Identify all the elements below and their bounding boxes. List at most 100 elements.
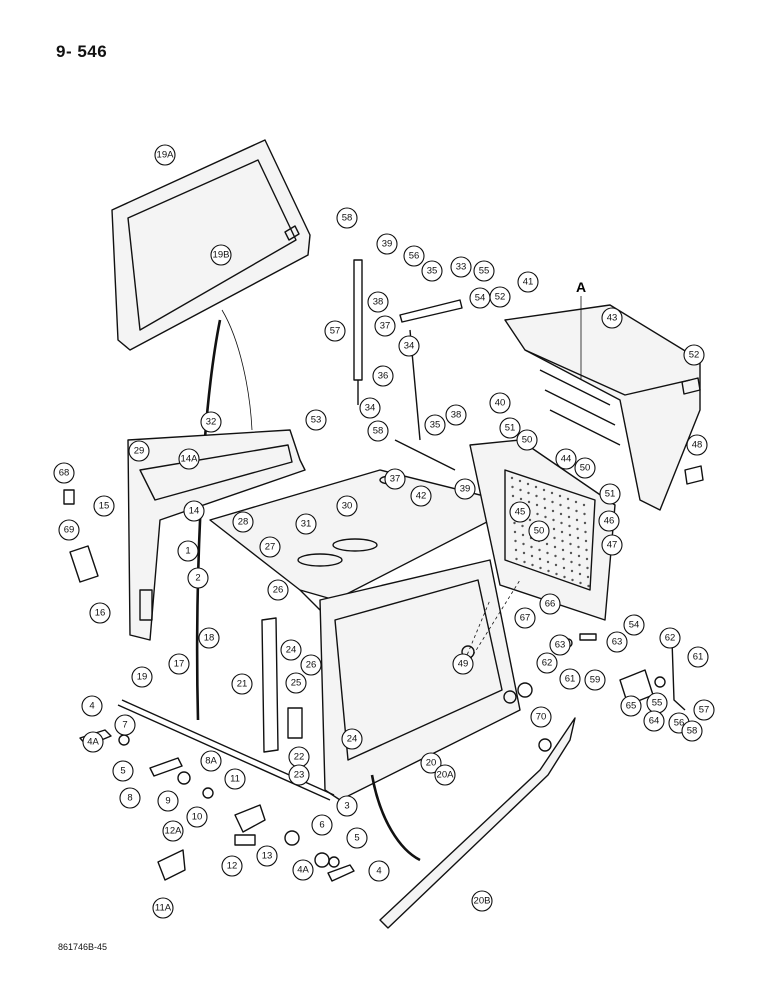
part-callout-1: 1 xyxy=(177,540,199,562)
screen-hole xyxy=(566,497,570,501)
part-callout-19a: 19A xyxy=(154,144,176,166)
callout-label: 44 xyxy=(561,454,572,465)
screen-hole xyxy=(514,539,517,543)
callout-label: 54 xyxy=(475,293,486,304)
callout-label: 17 xyxy=(174,659,185,670)
part-callout-41: 41 xyxy=(517,271,539,293)
callout-label: 9 xyxy=(165,796,170,807)
callout-label: 4 xyxy=(376,866,381,877)
callout-label: 5 xyxy=(354,833,359,844)
part-callout-35: 35 xyxy=(421,260,443,282)
callout-label: 28 xyxy=(238,517,249,528)
screen-hole xyxy=(568,533,572,537)
screen-hole xyxy=(585,548,588,552)
callout-label: 46 xyxy=(604,516,615,527)
part-callout-42: 42 xyxy=(410,485,432,507)
part-callout-62: 62 xyxy=(536,652,558,674)
part-callout-22: 22 xyxy=(288,746,310,768)
part-callout-16: 16 xyxy=(89,602,111,624)
part-callout-14: 14 xyxy=(183,500,205,522)
screen-hole xyxy=(513,521,516,525)
callout-label: 61 xyxy=(693,652,704,663)
screen-hole xyxy=(552,527,556,531)
callout-label: 11 xyxy=(230,774,240,785)
part-callout-56: 56 xyxy=(403,245,425,267)
callout-label: 30 xyxy=(342,501,353,512)
callout-label: 20A xyxy=(437,770,455,781)
callout-label: 59 xyxy=(590,675,601,686)
part-callout-25: 25 xyxy=(285,672,307,694)
part-callout-38: 38 xyxy=(367,291,389,313)
part-callout-59: 59 xyxy=(584,669,606,691)
part-callout-57: 57 xyxy=(324,320,346,342)
callout-label: 35 xyxy=(430,420,441,431)
callout-label: 20 xyxy=(426,758,437,769)
part-callout-50: 50 xyxy=(528,520,550,542)
hood-block xyxy=(681,377,701,395)
callout-label: 37 xyxy=(380,321,391,332)
part-callout-9: 9 xyxy=(157,790,179,812)
part-callout-32: 32 xyxy=(200,411,222,433)
screen-hole xyxy=(535,503,539,507)
screen-hole xyxy=(575,509,578,513)
screen-hole xyxy=(575,518,579,522)
callout-label: 25 xyxy=(291,678,302,689)
part-callout-3: 3 xyxy=(336,795,358,817)
screen-hole xyxy=(511,494,515,498)
screen-hole xyxy=(560,530,564,534)
screen-hole xyxy=(536,512,539,516)
screen-hole xyxy=(584,530,587,534)
part-callout-37: 37 xyxy=(384,468,406,490)
callout-label: 49 xyxy=(458,659,469,670)
callout-label: 67 xyxy=(520,613,531,624)
screen-hole xyxy=(559,512,563,516)
screen-hole xyxy=(559,503,562,507)
part-callout-50: 50 xyxy=(516,429,538,451)
screen-hole xyxy=(582,503,586,507)
callout-label: 38 xyxy=(451,410,462,421)
part-callout-48: 48 xyxy=(686,434,708,456)
callout-label: 19B xyxy=(213,250,230,261)
callout-label: 66 xyxy=(545,599,556,610)
screen-hole xyxy=(583,512,586,516)
part-callout-26: 26 xyxy=(267,579,289,601)
part-callout-30: 30 xyxy=(336,495,358,517)
part-callout-15: 15 xyxy=(93,495,115,517)
callout-label: 55 xyxy=(479,266,490,277)
assembly-arrow-window xyxy=(221,309,253,431)
callout-label: 6 xyxy=(319,820,324,831)
part-callout-12a: 12A xyxy=(162,820,184,842)
screen-hole xyxy=(547,569,550,573)
part-callout-19b: 19B xyxy=(210,244,232,266)
bottom-strip xyxy=(379,717,576,929)
part-callout-19: 19 xyxy=(131,666,153,688)
part-callout-63: 63 xyxy=(606,631,628,653)
screen-hole xyxy=(586,575,590,579)
callout-label: 51 xyxy=(505,423,516,434)
part-callout-4: 4 xyxy=(81,695,103,717)
callout-label: 50 xyxy=(580,463,591,474)
callout-label: 38 xyxy=(373,297,384,308)
screen-hole xyxy=(584,539,588,543)
part-callout-46: 46 xyxy=(598,510,620,532)
callout-label: 7 xyxy=(122,720,127,731)
screen-hole xyxy=(574,500,578,504)
part-callout-24: 24 xyxy=(280,639,302,661)
screen-hole xyxy=(577,554,581,558)
part-callout-52: 52 xyxy=(489,286,511,308)
callout-label: 13 xyxy=(262,851,273,862)
part-callout-38: 38 xyxy=(445,404,467,426)
callout-label: 39 xyxy=(460,484,471,495)
callout-label: 29 xyxy=(134,446,145,457)
screen-hole xyxy=(576,536,580,540)
callout-label: 52 xyxy=(689,350,700,361)
part-callout-33: 33 xyxy=(450,256,472,278)
callout-label: 1 xyxy=(185,546,190,557)
callout-label: 63 xyxy=(555,640,566,651)
callout-label: 34 xyxy=(365,403,376,414)
part-callout-28: 28 xyxy=(232,511,254,533)
screen-hole xyxy=(519,497,523,501)
callout-label: 14A xyxy=(181,454,199,465)
screen-hole xyxy=(519,488,522,492)
screen-hole xyxy=(552,518,555,522)
